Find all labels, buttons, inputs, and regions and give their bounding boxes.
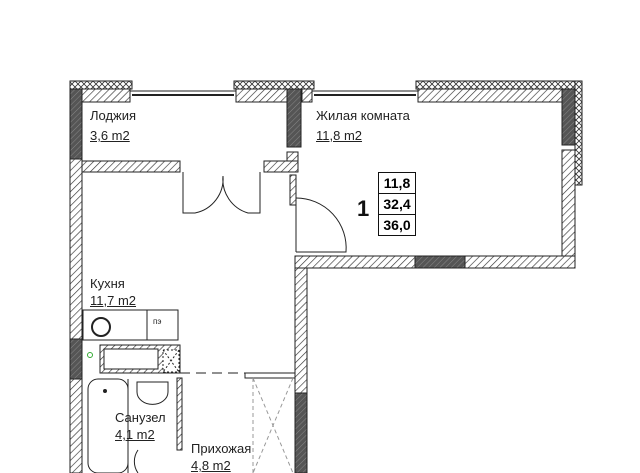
parapet-right (574, 80, 583, 186)
useful-area: 32,4 (379, 194, 415, 215)
room-name: Жилая комната (316, 108, 410, 123)
parapet-top-left (69, 80, 133, 90)
parapet-top-right (415, 80, 583, 90)
room-hallway: Прихожая 4,8 m2 (191, 441, 251, 473)
room-area: 11,7 m2 (90, 293, 137, 308)
room-name: Прихожая (191, 441, 252, 456)
room-area: 11,8 m2 (316, 128, 363, 143)
room-name: Санузел (115, 410, 166, 425)
stove-label: пэ (153, 317, 162, 326)
room-loggia: Лоджия 3,6 m2 (90, 108, 136, 143)
room-name: Кухня (90, 276, 125, 291)
room-bathroom: Санузел 4,1 m2 (115, 410, 166, 442)
parapet-top-mid (233, 80, 315, 90)
washbasin (136, 381, 169, 405)
room-area: 4,1 m2 (115, 427, 155, 442)
sink-icon (91, 317, 111, 337)
area-summary-table: 11,8 32,4 36,0 (378, 172, 416, 236)
living-area: 11,8 (379, 173, 415, 194)
window-living (312, 90, 418, 96)
window-loggia (130, 90, 236, 96)
room-name: Лоджия (90, 108, 137, 123)
stove (146, 309, 179, 341)
room-area: 4,8 m2 (191, 458, 231, 473)
living-door (295, 197, 347, 253)
total-area: 36,0 (383, 217, 411, 233)
room-living: Жилая комната 11,8 m2 (316, 108, 410, 143)
loggia-door (182, 172, 261, 214)
room-area: 3,6 m2 (90, 128, 130, 143)
rooms-count: 1 (357, 196, 370, 221)
room-kitchen: Кухня 11,7 m2 (90, 276, 136, 308)
